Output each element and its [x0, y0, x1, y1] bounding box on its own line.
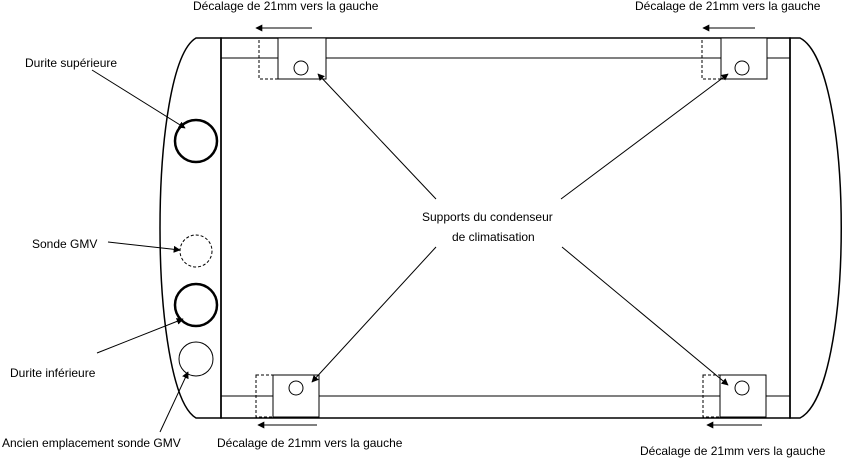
support-top-right — [701, 37, 768, 80]
left-end-tank — [159, 37, 222, 419]
lower-hose-circle — [173, 282, 219, 328]
leader-support-top-right — [560, 73, 729, 200]
upper-hose-circle — [173, 118, 219, 164]
label-old-sensor-location: Ancien emplacement sonde GMV — [2, 436, 181, 450]
label-offset-bottom-left: Décalage de 21mm vers la gauche — [217, 436, 403, 450]
radiator-core — [220, 37, 791, 419]
label-supports-line1: Supports du condenseur — [422, 210, 553, 224]
label-offset-top-right: Décalage de 21mm vers la gauche — [635, 0, 821, 13]
leader-support-bottom-right — [561, 246, 729, 386]
gmv-sensor-circle — [179, 234, 213, 268]
support-bottom-left — [255, 374, 320, 418]
leader-lower-hose — [96, 318, 184, 354]
label-gmv-sensor: Sonde GMV — [32, 237, 97, 251]
right-end-tank — [789, 37, 842, 419]
label-lower-hose: Durite inférieure — [10, 366, 96, 380]
leader-upper-hose — [91, 69, 186, 129]
label-supports-line2: de climatisation — [452, 230, 535, 244]
leader-old-sensor — [159, 371, 189, 433]
label-offset-bottom-right: Décalage de 21mm vers la gauche — [640, 444, 826, 458]
leader-support-bottom-left — [311, 246, 437, 383]
leader-support-top-left — [317, 73, 437, 200]
old-sensor-location-circle — [178, 341, 214, 377]
leader-gmv-sensor — [107, 241, 181, 253]
support-top-left — [258, 37, 327, 80]
support-bottom-right — [702, 374, 767, 418]
label-offset-top-left: Décalage de 21mm vers la gauche — [193, 0, 379, 13]
label-upper-hose: Durite supérieure — [25, 56, 117, 70]
